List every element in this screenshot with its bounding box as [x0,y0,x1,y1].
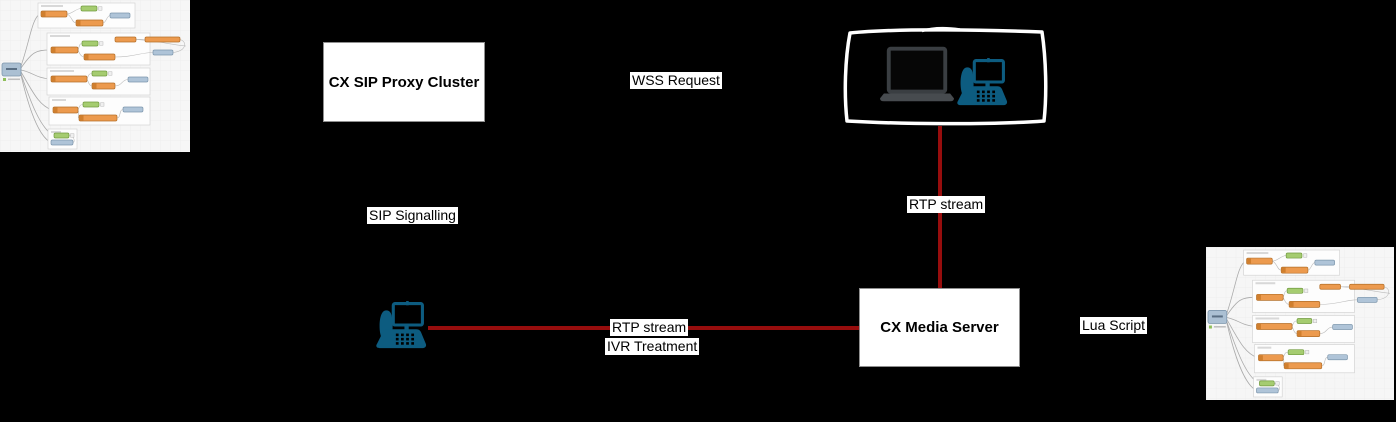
wss-request-label[interactable]: WSS Request [630,72,722,89]
node-red-flow-thumbnail-bottom-right[interactable] [1206,247,1394,400]
caller-desk-phone-icon[interactable] [374,301,428,349]
sip-proxy-cluster-node[interactable]: CX SIP Proxy Cluster [323,42,485,122]
rtp-stream-horizontal-label[interactable]: RTP stream [610,319,689,336]
media-server-label: CX Media Server [880,319,999,336]
webrtc-desk-phone-icon[interactable] [956,58,1008,106]
media-server-node[interactable]: CX Media Server [859,288,1020,367]
laptop-icon[interactable] [880,46,954,104]
client-device-sketch-box[interactable] [838,24,1052,128]
lua-script-label[interactable]: Lua Script [1080,317,1148,334]
sip-signalling-label[interactable]: SIP Signalling [367,207,458,224]
rtp-stream-vertical-label[interactable]: RTP stream [907,196,986,213]
node-red-flow-thumbnail-top-left[interactable] [0,0,190,152]
ivr-treatment-label[interactable]: IVR Treatment [605,338,700,355]
sip-proxy-cluster-label: CX SIP Proxy Cluster [328,73,480,91]
